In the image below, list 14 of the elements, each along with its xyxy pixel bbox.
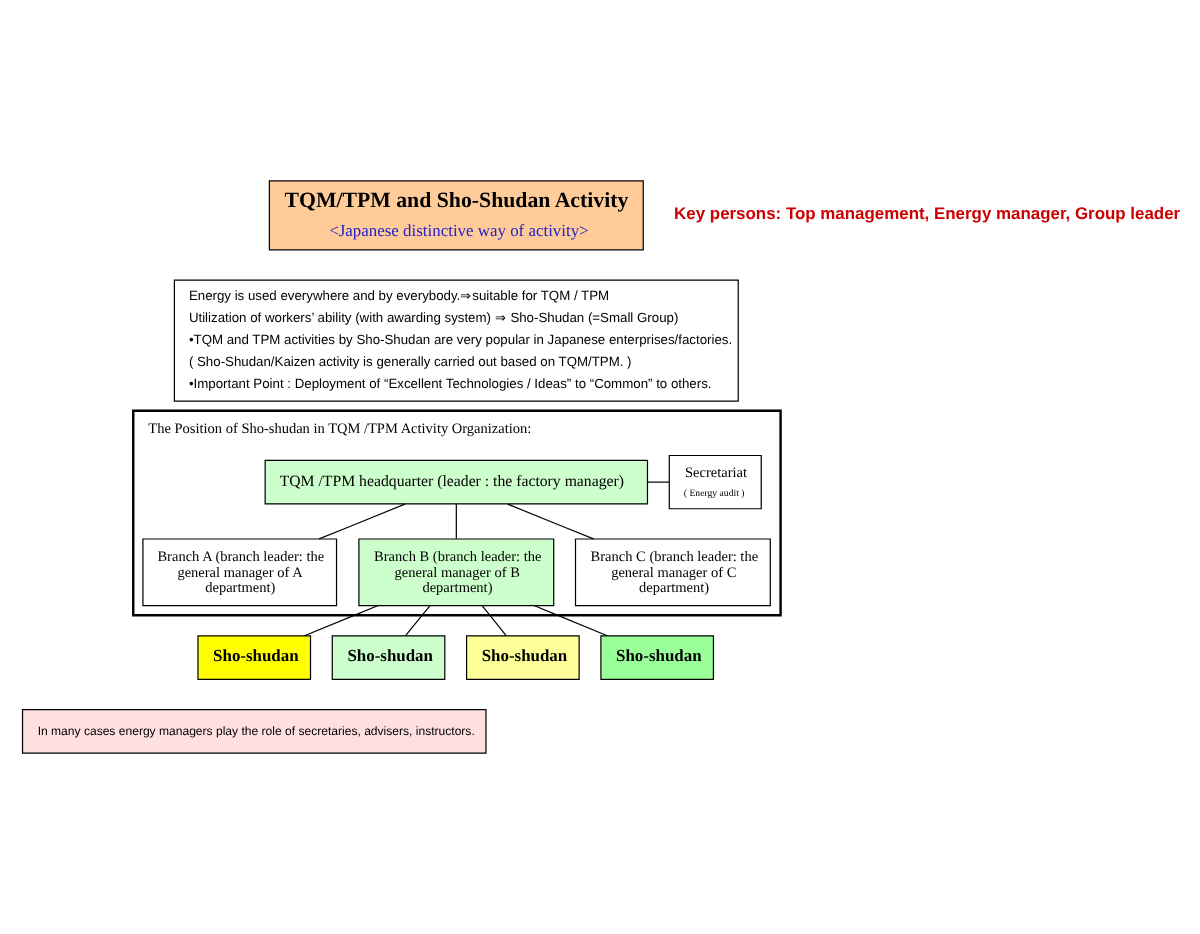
connector: [647, 481, 670, 483]
label: Key persons: Top management, Energy manager, Group leader: [674, 202, 1181, 223]
connector: [533, 605, 608, 637]
node-box: TQM/TPM and Sho-Shudan Activity <Japanese distinctive way of activity>: [268, 180, 644, 251]
connector: [303, 605, 379, 637]
connector: [405, 605, 431, 637]
connector: [318, 503, 406, 540]
node-box: Sho-shudan: [197, 635, 312, 680]
node-box: Sho-shudan: [466, 635, 580, 680]
node-box: Sho-shudan: [331, 635, 446, 680]
connector: [455, 503, 457, 540]
connector: [507, 503, 595, 540]
connector: [481, 605, 507, 637]
node-box: Sho-shudan: [600, 635, 715, 680]
